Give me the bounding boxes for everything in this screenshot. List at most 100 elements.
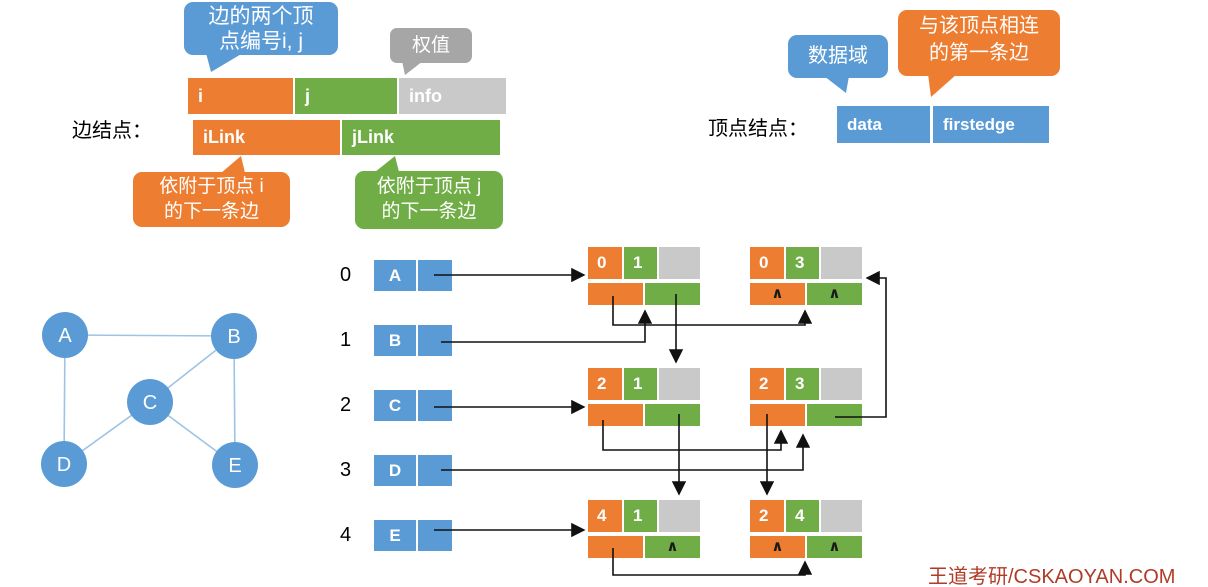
vertex-row-2: 2 C <box>340 390 455 421</box>
cell-j: 1 <box>624 368 657 400</box>
graph-node-C-label: C <box>143 392 157 414</box>
cell-j: 3 <box>786 247 819 279</box>
arrow-D-firstedge <box>441 433 811 471</box>
edge-node-2-3: 2 3 <box>750 368 862 426</box>
cell-ilink <box>588 536 643 558</box>
vertex-index: 0 <box>340 264 352 286</box>
graph-node-D <box>41 441 87 487</box>
vertex-node-label: 顶点结点： <box>708 118 808 140</box>
callout-tail <box>206 53 243 72</box>
cell-i: 4 <box>588 500 622 532</box>
cell-divider <box>416 455 418 486</box>
edge-node-2-1: 2 1 <box>588 368 700 426</box>
edge-struct-cell-jlink: jLink <box>342 120 500 155</box>
vertex-struct-cell-data: data <box>837 106 930 143</box>
vertex-data-cell: A <box>388 266 402 285</box>
vertex-index: 3 <box>340 459 352 481</box>
graph-node-B-label: B <box>227 326 240 348</box>
callout-tail <box>402 61 423 75</box>
cell-i: 0 <box>750 247 784 279</box>
cell-j: 4 <box>786 500 819 532</box>
watermark: 王道考研/CSKAOYAN.COM <box>928 566 1176 587</box>
cell-jlink-null: ∧ <box>807 283 862 305</box>
graph-nodes: A B C D E <box>41 312 258 488</box>
cell-divider <box>416 390 418 421</box>
callout-edge-vertex-numbers: 边的两个顶 点编号i, j <box>184 2 338 72</box>
edge-struct-cell-info: info <box>399 78 506 114</box>
cell-info <box>821 368 862 400</box>
edge-struct-bottom-row: iLink jLink <box>193 120 500 155</box>
vertex-row-3: 3 D <box>340 455 455 486</box>
vertex-index: 2 <box>340 394 352 416</box>
graph-node-A-label: A <box>58 325 72 347</box>
cell-ilink <box>588 404 643 426</box>
callout-weight: 权值 <box>390 28 472 75</box>
cell-divider <box>416 325 418 356</box>
cell-i: 0 <box>588 247 622 279</box>
cell-divider <box>416 260 418 291</box>
vertex-struct-cell-firstedge: firstedge <box>933 106 1049 143</box>
callout-tail <box>221 156 245 173</box>
cell-info <box>821 247 862 279</box>
vertex-row-0: 0 A <box>340 260 455 291</box>
callout-tail <box>824 76 849 93</box>
callout-tail <box>375 156 399 172</box>
graph-node-E <box>212 442 258 488</box>
cell-j: 1 <box>624 500 657 532</box>
cell-info <box>659 368 700 400</box>
cell-jlink-null: ∧ <box>807 536 862 558</box>
graph-node-D-label: D <box>57 454 71 476</box>
vertex-box-B: B <box>374 325 452 356</box>
cell-i: 2 <box>588 368 622 400</box>
callout-firstedge: 与该顶点相连 的第一条边 <box>898 10 1060 97</box>
cell-i: 2 <box>750 368 784 400</box>
vertex-index: 1 <box>340 329 352 351</box>
cell-ilink-null: ∧ <box>750 283 805 305</box>
graph-edge-A-B <box>64 334 235 337</box>
edge-node-4-1: 4 1 ∧ <box>588 500 700 558</box>
cell-ilink <box>750 404 805 426</box>
cell-jlink <box>645 283 700 305</box>
cell-ilink <box>588 283 643 305</box>
cell-divider <box>416 520 418 551</box>
edge-struct-cell-j: j <box>295 78 397 114</box>
cell-jlink <box>645 404 700 426</box>
vertex-box-C: C <box>374 390 452 421</box>
edge-struct-top-row: i j info <box>188 78 506 114</box>
vertex-box-E: E <box>374 520 452 551</box>
vertex-row-1: 1 B <box>340 325 455 356</box>
graph-node-A <box>42 312 88 358</box>
graph-node-C <box>127 379 173 425</box>
vertex-data-cell: B <box>388 331 402 350</box>
cell-j: 3 <box>786 368 819 400</box>
vertex-box-D: D <box>374 455 452 486</box>
vertex-data-cell: C <box>388 396 402 415</box>
cell-info <box>659 247 700 279</box>
edge-node-0-1: 0 1 <box>588 247 700 305</box>
graph-node-E-label: E <box>228 455 241 477</box>
graph-node-B <box>211 313 257 359</box>
cell-jlink-null: ∧ <box>645 536 700 558</box>
cell-info <box>659 500 700 532</box>
arrow-B-firstedge <box>441 309 653 343</box>
cell-ilink-null: ∧ <box>750 536 805 558</box>
edge-node-label: 边结点： <box>72 120 152 142</box>
cell-i: 2 <box>750 500 784 532</box>
edge-struct-cell-i: i <box>188 78 293 114</box>
edge-node-2-4: 2 4 ∧ ∧ <box>750 500 862 558</box>
callout-data-field: 数据域 <box>788 35 888 93</box>
vertex-row-4: 4 E <box>340 520 455 551</box>
callout-tail <box>928 74 957 97</box>
cell-j: 1 <box>624 247 657 279</box>
callout-jlink: 依附于顶点 j 的下一条边 <box>355 156 503 229</box>
edge-struct-cell-ilink: iLink <box>193 120 340 155</box>
vertex-data-cell: D <box>388 461 402 480</box>
cell-info <box>821 500 862 532</box>
vertex-box-A: A <box>374 260 452 291</box>
edge-node-0-3: 0 3 ∧ ∧ <box>750 247 862 305</box>
vertex-struct-row: data firstedge <box>837 106 1049 143</box>
vertex-data-cell: E <box>389 526 401 545</box>
callout-ilink: 依附于顶点 i 的下一条边 <box>133 156 290 227</box>
graph-figure: A B C D E <box>41 312 258 488</box>
